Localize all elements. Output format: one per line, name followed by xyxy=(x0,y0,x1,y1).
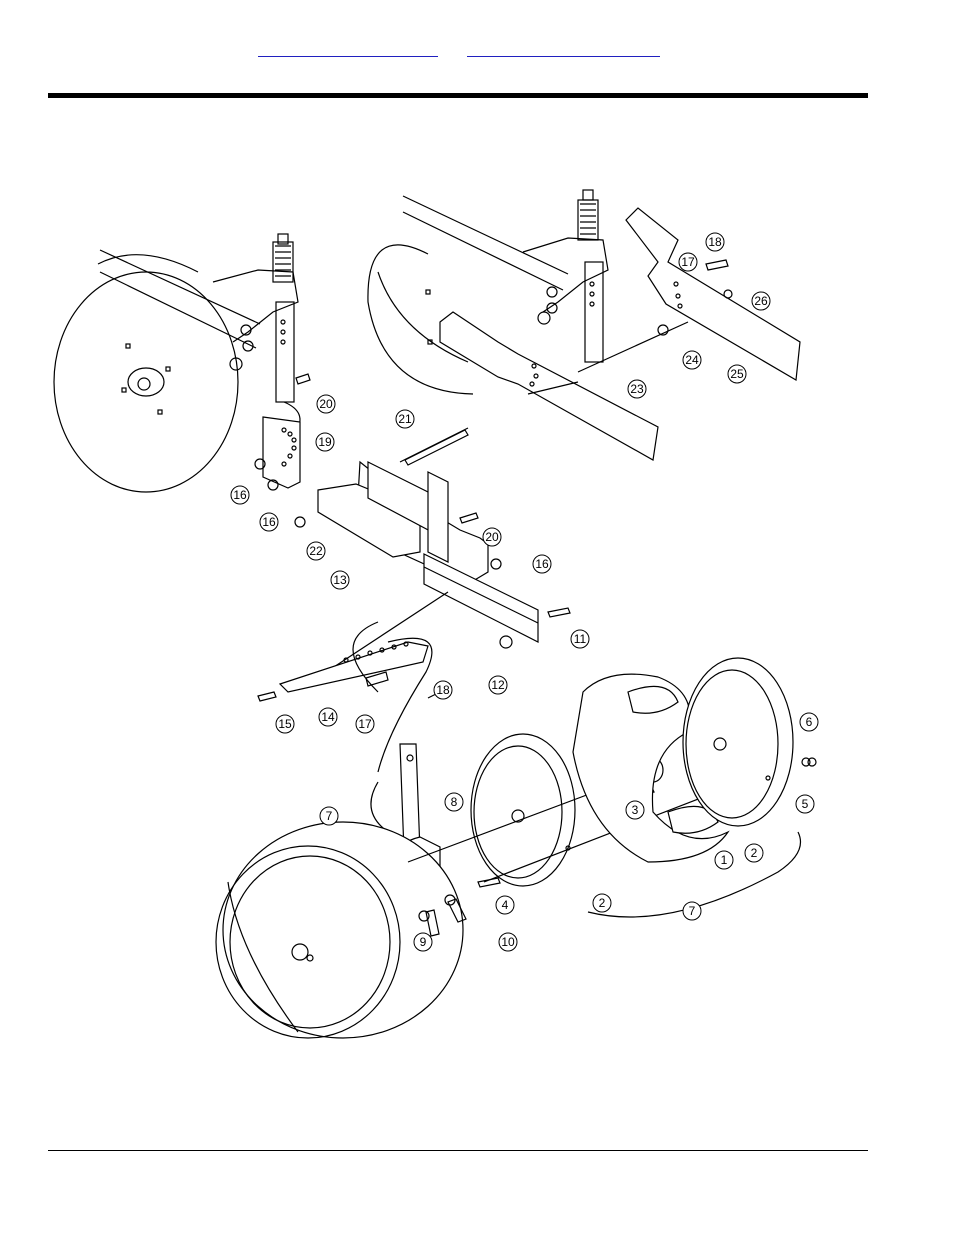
callout-20: 20 xyxy=(317,395,335,413)
callout-label: 17 xyxy=(358,717,372,731)
center-arm-assembly xyxy=(258,428,570,772)
callout-label: 23 xyxy=(630,382,644,396)
callout-label: 17 xyxy=(681,255,695,269)
callout-18: 18 xyxy=(706,233,724,251)
callout-14: 14 xyxy=(319,708,337,726)
callout-label: 7 xyxy=(326,809,333,823)
closing-wheel-assembly xyxy=(216,658,816,1038)
callout-label: 22 xyxy=(309,544,323,558)
callout-17: 17 xyxy=(356,715,374,733)
callout-label: 16 xyxy=(262,515,276,529)
callout-5: 5 xyxy=(796,795,814,813)
callout-7: 7 xyxy=(683,902,701,920)
callout-label: 24 xyxy=(685,353,699,367)
bottom-rule xyxy=(48,1150,868,1151)
callout-11: 11 xyxy=(571,630,589,648)
callout-7: 7 xyxy=(320,807,338,825)
top-rule xyxy=(48,93,868,98)
callout-2: 2 xyxy=(593,894,611,912)
callout-label: 20 xyxy=(319,397,333,411)
callout-label: 6 xyxy=(806,715,813,729)
callout-10: 10 xyxy=(499,933,517,951)
callout-label: 9 xyxy=(420,935,427,949)
callout-9: 9 xyxy=(414,933,432,951)
callout-17: 17 xyxy=(679,253,697,271)
callout-label: 11 xyxy=(574,632,587,646)
callout-label: 7 xyxy=(689,904,696,918)
callout-label: 16 xyxy=(233,488,247,502)
callout-label: 18 xyxy=(708,235,722,249)
callout-6: 6 xyxy=(800,713,818,731)
callout-21: 21 xyxy=(396,410,414,428)
callout-4: 4 xyxy=(496,896,514,914)
callout-label: 1 xyxy=(721,853,728,867)
callout-label: 2 xyxy=(751,846,758,860)
callout-24: 24 xyxy=(683,351,701,369)
left-disc-assembly xyxy=(54,234,310,492)
callout-22: 22 xyxy=(307,542,325,560)
callout-19: 19 xyxy=(316,433,334,451)
callout-label: 5 xyxy=(802,797,809,811)
callout-2: 2 xyxy=(745,844,763,862)
callout-15: 15 xyxy=(276,715,294,733)
right-disc-assembly xyxy=(368,190,800,460)
callout-label: 10 xyxy=(501,935,515,949)
callout-18: 18 xyxy=(434,681,452,699)
callout-1: 1 xyxy=(715,851,733,869)
callout-label: 8 xyxy=(451,795,458,809)
callout-label: 20 xyxy=(485,530,499,544)
callout-16: 16 xyxy=(533,555,551,573)
callout-label: 16 xyxy=(535,557,549,571)
callout-label: 12 xyxy=(491,678,505,692)
callout-8: 8 xyxy=(445,793,463,811)
callout-label: 25 xyxy=(730,367,744,381)
callout-label: 18 xyxy=(436,683,450,697)
parts-diagram: 2019161621202213161112181715141718262425… xyxy=(48,172,830,1046)
callout-12: 12 xyxy=(489,676,507,694)
callout-16: 16 xyxy=(231,486,249,504)
callout-3: 3 xyxy=(626,801,644,819)
callout-label: 26 xyxy=(754,294,768,308)
callout-label: 13 xyxy=(333,573,347,587)
callout-13: 13 xyxy=(331,571,349,589)
callout-20: 20 xyxy=(483,528,501,546)
callout-16: 16 xyxy=(260,513,278,531)
callout-label: 15 xyxy=(278,717,292,731)
callout-label: 4 xyxy=(502,898,509,912)
callout-label: 2 xyxy=(599,896,606,910)
header-link-2[interactable] xyxy=(467,44,660,57)
callout-label: 3 xyxy=(632,803,639,817)
callout-23: 23 xyxy=(628,380,646,398)
callout-label: 19 xyxy=(318,435,332,449)
callout-label: 14 xyxy=(321,710,335,724)
callout-label: 21 xyxy=(398,412,412,426)
callout-26: 26 xyxy=(752,292,770,310)
header-link-1[interactable] xyxy=(258,44,438,57)
callout-25: 25 xyxy=(728,365,746,383)
